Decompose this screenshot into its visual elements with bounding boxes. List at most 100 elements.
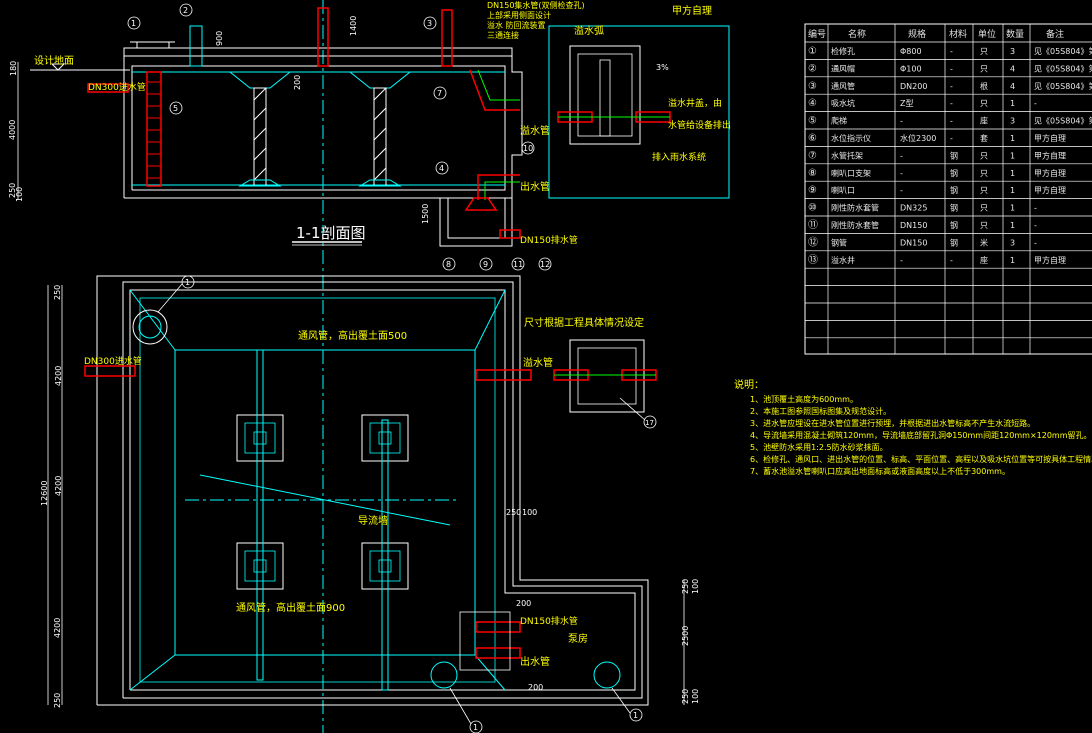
notes-title: 说明： <box>734 378 764 391</box>
vent-pipe-3 <box>441 9 453 67</box>
table-cell: 溢水井 <box>831 255 855 265</box>
plan-dim-right-b: 100 <box>691 579 700 594</box>
detail-dim: 3% <box>656 63 669 72</box>
dim-left-bot1: 250 <box>8 183 17 198</box>
detail-note-4: 三通连接 <box>487 30 519 40</box>
plan-drain-pipe <box>475 621 521 633</box>
plan-vent-bottom: 通风管，高出覆土面900 <box>236 601 345 614</box>
inlet-pipe <box>87 83 129 93</box>
th-name: 名称 <box>848 28 866 40</box>
table-cell: - <box>950 82 953 91</box>
table-row-lines <box>805 41 1092 339</box>
table-cell: - <box>950 47 953 56</box>
plan-outlet-pipe <box>475 647 521 659</box>
plan-pump-label: 泵房 <box>568 632 588 645</box>
table-cell: 根 <box>980 81 988 91</box>
guide-wall-2 <box>381 419 389 691</box>
note-line-4: 4、导流墙采用混凝土砌筑120mm，导流墙底部留孔洞Φ150mm间距120mm×… <box>750 430 1092 440</box>
plan-dim-inner-a: 250 <box>506 508 521 517</box>
outlet-pipe <box>477 174 520 200</box>
note-line-6: 6、检修孔、通风口、进出水管的位置、标高、平面位置、高程以及吸水坑位置等可按具体… <box>750 454 1092 464</box>
sump <box>439 198 513 247</box>
table-cell: 见《05S804》第173 <box>1034 46 1092 56</box>
table-cell: ⑬ <box>808 254 818 266</box>
callout-12: 12 <box>540 260 550 269</box>
table-cell: 米 <box>980 237 988 247</box>
section-outlet-label: 出水管 <box>520 180 550 193</box>
table-cell: - <box>1034 204 1037 213</box>
table-cell: 钢 <box>950 220 958 230</box>
table-cell: - <box>900 117 903 126</box>
callout-3: 3 <box>427 19 432 28</box>
table-cell: 1 <box>1010 151 1015 160</box>
table-cell: 座 <box>980 255 988 265</box>
pump-pit <box>459 611 511 671</box>
table-cell: - <box>950 134 953 143</box>
table-cell: - <box>900 256 903 265</box>
section-overflow-label: 溢水管 <box>520 124 550 137</box>
guide-wall-1 <box>256 349 264 681</box>
plan-view: 通风管，高出覆土面500 通风管，高出覆土面900 尺寸根据工程具体情况设定 D… <box>40 275 700 733</box>
table-cell: 甲方自理 <box>1034 168 1066 178</box>
table-cell: ② <box>808 63 817 74</box>
manhole-cover <box>136 41 170 49</box>
plan-dim-right-a: 250 <box>681 579 690 594</box>
table-cell: 甲方自理 <box>1034 150 1066 160</box>
plan-vent-top: 通风管，高出覆土面500 <box>298 329 407 342</box>
note-line-2: 2、本施工图参照国标图集及规范设计。 <box>750 406 891 416</box>
plan-outer-wall <box>96 275 649 706</box>
table-cell: 钢 <box>950 150 958 160</box>
plan-overflow-pipe <box>475 369 532 381</box>
detail-label-b: 溢水弧 <box>574 24 604 37</box>
callout-8: 8 <box>446 260 451 269</box>
table-cell: 1 <box>1010 256 1015 265</box>
table-cell: 水位2300 <box>900 133 936 143</box>
bell-mouth <box>464 197 498 211</box>
detail-label-c: 溢水井盖，由 <box>668 97 722 109</box>
table-cell: ③ <box>808 81 817 92</box>
table-cell: 1 <box>1010 204 1015 213</box>
table-cell: 3 <box>1010 117 1015 126</box>
plan-dim-left-c: 4200 <box>53 618 62 638</box>
plan-hopper <box>174 349 476 656</box>
table-cell: - <box>1034 221 1037 230</box>
detail-frame <box>548 25 730 199</box>
table-cell: - <box>900 151 903 160</box>
table-cell: 见《05S804》第173 <box>1034 63 1092 73</box>
plan-dim-left-bot: 250 <box>53 693 62 708</box>
plan-dim-left-a: 4200 <box>54 366 63 386</box>
table-cell: ⑦ <box>808 150 817 161</box>
table-cell: 吸水坑 <box>831 98 855 108</box>
table-cell: ⑤ <box>808 116 817 127</box>
section-drain-label: DN150排水管 <box>520 234 578 246</box>
detail-note-2: 上部采用侧面设计 <box>487 10 551 20</box>
overflow-well <box>569 45 641 145</box>
tank-inner <box>131 65 506 191</box>
table-cell: - <box>1034 99 1037 108</box>
table-cell: 只 <box>980 64 988 73</box>
section-view: 设计地面 DN300进水管 溢水管 <box>8 0 578 733</box>
th-no: 编号 <box>808 28 826 40</box>
plan-callout-17: 17 <box>645 419 654 427</box>
table-cell: 见《05S804》第173 <box>1034 81 1092 91</box>
table-cell: ④ <box>808 98 817 109</box>
table-cell: - <box>950 99 953 108</box>
column-2 <box>373 87 387 187</box>
overflow-pipe <box>469 69 520 111</box>
dim-sump: 1500 <box>421 204 430 224</box>
plan-inlet-pipe <box>84 365 136 377</box>
plan-dim-right-c: 250 <box>681 689 690 704</box>
table-cell: ⑩ <box>808 203 817 214</box>
detail-note-3: 溢水 防回流装置 <box>487 20 546 30</box>
table-cell: DN325 <box>900 204 927 213</box>
table-cell: - <box>950 117 953 126</box>
section-inlet-label: DN300进水管 <box>88 81 146 93</box>
ground-mark-icon <box>50 63 66 71</box>
table-cell: DN150 <box>900 221 927 230</box>
ground-label: 设计地面 <box>34 54 74 67</box>
plan-column-3 <box>236 542 284 590</box>
table-cell: 1 <box>1010 186 1015 195</box>
detail-label-d: 水管给设备排出 <box>668 119 731 131</box>
table-cell: - <box>1034 238 1037 247</box>
table-body: ①检修孔Φ800-只3见《05S804》第173②通风帽Φ100-只4见《05S… <box>808 46 1092 266</box>
